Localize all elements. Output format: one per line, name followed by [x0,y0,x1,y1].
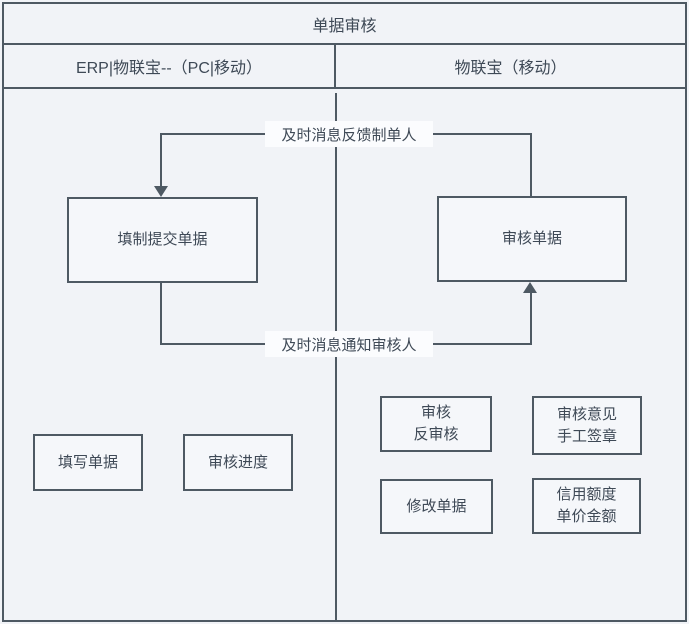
node-submit-document: 填制提交单据 [67,197,258,283]
node-fill-document-label: 填写单据 [57,453,118,471]
node-modify-document: 修改单据 [380,479,493,534]
node-audit-unaudit-line1: 审核 [420,404,451,422]
node-credit-limit-unit-price-line1: 信用额度 [556,486,617,504]
connector-arrowhead-down [154,186,168,197]
lane-header-right-label: 物联宝（移动） [454,60,567,77]
connector-feedback-left-v [160,133,162,188]
node-review-progress: 审核进度 [183,434,293,491]
flow-label-notify: 及时消息通知审核人 [265,331,433,357]
connector-feedback-left-h [161,133,265,135]
node-audit-opinion-signature: 审核意见 手工签章 [532,396,642,455]
node-audit-unaudit: 审核 反审核 [380,396,492,452]
diagram-title: 单据审核 [312,17,377,35]
node-fill-document: 填写单据 [33,434,143,491]
node-submit-document-label: 填制提交单据 [117,231,208,249]
node-review-document: 审核单据 [437,196,627,282]
lane-header-left-label: ERP|物联宝--（PC|移动） [75,60,263,77]
node-review-document-label: 审核单据 [501,230,562,248]
lane-header-right: 物联宝（移动） [336,45,685,87]
connector-feedback-right-v [530,133,532,196]
connector-notify-left-h [161,343,265,345]
flow-label-feedback: 及时消息反馈制单人 [265,121,433,147]
connector-notify-right-v [530,292,532,345]
node-audit-opinion-signature-line1: 审核意见 [556,405,617,423]
node-audit-unaudit-line2: 反审核 [413,426,459,443]
connector-feedback-right-h [433,133,532,135]
connector-arrowhead-up [523,282,537,293]
node-review-progress-label: 审核进度 [207,453,268,471]
lane-divider [335,93,337,622]
node-credit-limit-unit-price-line2: 单价金额 [556,508,617,525]
connector-notify-right-h [433,343,532,345]
node-audit-opinion-signature-line2: 手工签章 [556,427,617,445]
lane-header-row: ERP|物联宝--（PC|移动） 物联宝（移动） [4,45,685,89]
lane-header-left: ERP|物联宝--（PC|移动） [4,45,336,87]
node-modify-document-line1: 修改单据 [406,497,467,515]
node-credit-limit-unit-price: 信用额度 单价金额 [532,478,641,534]
connector-notify-left-v [160,283,162,345]
title-row: 单据审核 [4,4,685,45]
